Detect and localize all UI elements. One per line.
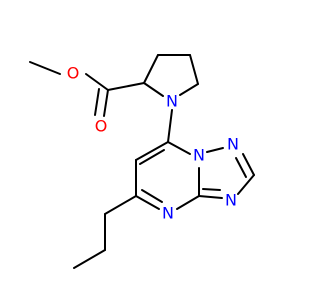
atom-o-methoxy: O xyxy=(67,64,80,83)
atom-n-pyrrolidine: N xyxy=(166,92,178,111)
atom-n-triazole-right: N xyxy=(225,191,237,210)
atom-n-triazole-top: N xyxy=(227,135,239,154)
bond-c5-n4-double-1 xyxy=(135,195,160,210)
bond-n-bridge-n1 xyxy=(206,147,224,153)
bond-n-c7 xyxy=(167,109,173,143)
bond-c4-c5 xyxy=(189,54,199,85)
bond-n3-c3a-double-2 xyxy=(202,188,221,191)
bond-c7-c6-double-2 xyxy=(139,149,165,165)
bond-carbonyl-c2 xyxy=(107,82,145,91)
atom-n-bridge: N xyxy=(193,146,205,165)
atom-o-carbonyl: O xyxy=(95,117,108,136)
bond-c7-c6-double-1 xyxy=(135,141,169,161)
bond-c-o-double-1 xyxy=(103,89,109,117)
bond-n1-c2t-double-1 xyxy=(242,153,255,176)
bond-methyl-o xyxy=(29,61,61,75)
atom-n-pyrimidine: N xyxy=(162,204,174,223)
bond-c7-n-bridge xyxy=(167,141,191,155)
bond-c5-n xyxy=(179,83,199,96)
bond-c2t-n3 xyxy=(237,174,255,195)
bond-propyl2-propyl3 xyxy=(73,249,106,269)
bond-n1-c2t-double-2 xyxy=(235,157,247,178)
bond-c-o-double-2 xyxy=(94,88,100,116)
molecule-svg: O O N N N N N xyxy=(29,54,255,269)
bond-c5-propyl1 xyxy=(104,195,137,215)
bond-n4-c3a xyxy=(176,195,200,210)
bonds xyxy=(29,54,255,269)
bond-c2-c3 xyxy=(143,54,159,84)
atom-labels: O O N N N N N xyxy=(67,64,239,223)
bond-o-carbonyl-c xyxy=(85,73,109,91)
bond-c5-n4-double-2 xyxy=(141,189,163,203)
bond-n3-c3a-double-1 xyxy=(198,195,223,199)
bond-c2-n xyxy=(143,82,164,97)
molecule-diagram: O O N N N N N xyxy=(29,54,255,269)
